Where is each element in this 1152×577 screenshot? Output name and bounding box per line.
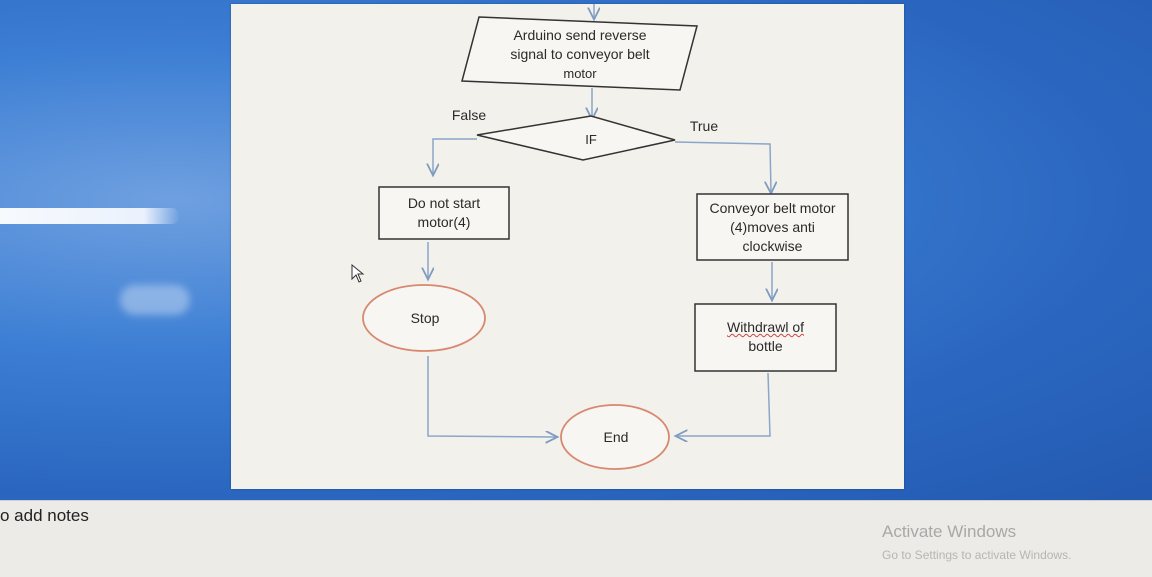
screen-glare-2	[120, 285, 190, 315]
end-ellipse	[560, 404, 670, 470]
left-box-line-2: motor(4)	[417, 214, 471, 230]
arrow-withdraw-to-end	[677, 372, 771, 436]
left-box-text: Do not start motor(4)	[379, 194, 509, 232]
false-branch-line	[433, 138, 477, 174]
withdraw-line-1: Withdrawl of	[726, 319, 805, 335]
activate-windows-title: Activate Windows	[882, 522, 1017, 541]
notes-pane[interactable]	[0, 500, 1152, 577]
slide-canvas[interactable]: Arduino send reverse signal to conveyor …	[231, 4, 904, 489]
arrow-stop-to-end	[427, 356, 556, 437]
mouse-cursor-icon	[351, 264, 365, 283]
decision-label: IF	[585, 132, 597, 147]
activate-windows-subtitle: Go to Settings to activate Windows.	[882, 548, 1072, 562]
withdraw-box-text: Withdrawl of bottle	[695, 318, 836, 356]
end-label: End	[603, 429, 629, 445]
decision-diamond	[476, 115, 676, 161]
screen-glare	[0, 208, 180, 224]
start-line-1: Arduino send reverse	[513, 27, 647, 43]
right-box-text: Conveyor belt motor (4)moves anti clockw…	[697, 199, 848, 256]
right-box-line-1: Conveyor belt motor	[709, 200, 836, 216]
start-line-2: signal to conveyor belt	[510, 46, 650, 62]
right-box-line-3: clockwise	[742, 238, 803, 254]
left-box-line-1: Do not start	[407, 195, 481, 211]
withdraw-line-2: bottle	[748, 338, 783, 354]
left-process-box	[378, 186, 510, 240]
right-box-line-2: (4)moves anti	[730, 219, 815, 235]
start-box-text: Arduino send reverse signal to conveyor …	[485, 26, 675, 83]
flowchart-diagram	[362, 4, 849, 470]
stop-label: Stop	[410, 310, 440, 326]
stop-ellipse	[362, 284, 486, 352]
withdraw-box	[694, 303, 837, 372]
start-parallelogram	[461, 16, 698, 91]
false-label: False	[451, 107, 487, 123]
true-label: True	[689, 118, 719, 134]
true-branch-line	[674, 141, 771, 192]
start-line-3: motor	[563, 66, 597, 81]
right-process-box	[696, 193, 849, 261]
notes-placeholder[interactable]: o add notes	[0, 506, 89, 525]
